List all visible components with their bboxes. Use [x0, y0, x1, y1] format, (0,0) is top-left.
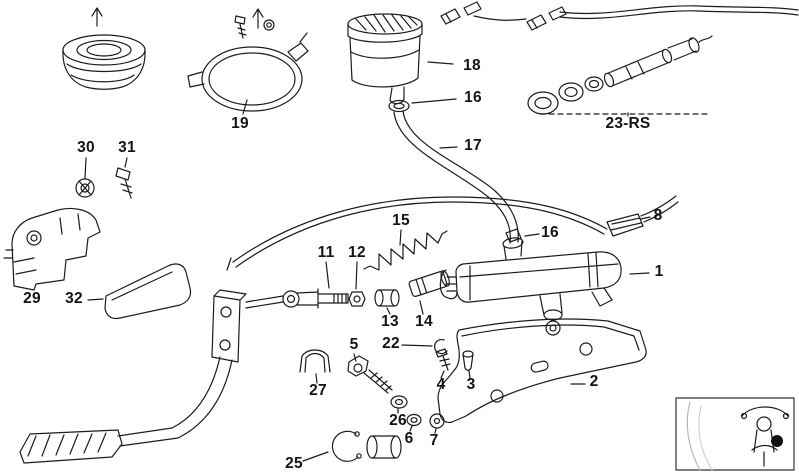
reservoir-hose [393, 110, 519, 244]
washer-6 [406, 413, 422, 432]
part-label-7: 7 [429, 432, 439, 449]
part-label-15: 15 [392, 212, 410, 229]
sleeve [374, 289, 400, 315]
part-label-29: 29 [23, 290, 41, 307]
bolt-5 [347, 353, 393, 394]
repair-kit [527, 35, 713, 117]
part-label-25: 25 [285, 455, 303, 472]
part-label-3: 3 [466, 376, 476, 393]
motorcycle-icon [675, 397, 795, 471]
part-label-2: 2 [589, 373, 599, 390]
pin-3 [462, 350, 474, 379]
part-label-16-mid: 16 [541, 224, 559, 241]
screw-30 [75, 157, 95, 198]
rubber-pad-32 [87, 263, 192, 320]
master-cylinder [439, 237, 650, 336]
support-bracket-29 [3, 207, 101, 291]
fluid-reservoir [347, 13, 454, 105]
part-label-4: 4 [436, 376, 446, 393]
return-spring [363, 229, 448, 271]
cable-connectors [440, 1, 799, 31]
part-label-22: 22 [382, 335, 400, 352]
part-label-30: 30 [77, 139, 95, 156]
part-label-31: 31 [118, 139, 136, 156]
screw-4 [435, 348, 451, 379]
grommet [388, 98, 457, 113]
part-label-13: 13 [381, 313, 399, 330]
part-label-8: 8 [653, 207, 663, 224]
part-label-17: 17 [464, 137, 482, 154]
mounting-bracket [437, 318, 647, 424]
locknut [348, 261, 366, 307]
part-label-32: 32 [65, 290, 83, 307]
washer-26 [390, 395, 408, 414]
part-label-19: 19 [231, 115, 249, 132]
part-label-23-RS: 23-RS [605, 115, 651, 132]
screw-31 [115, 157, 133, 199]
brake-line [226, 195, 679, 271]
part-label-16-top: 16 [464, 89, 482, 106]
part-label-26: 26 [389, 412, 407, 429]
part-label-5: 5 [349, 336, 359, 353]
part-label-1: 1 [654, 263, 664, 280]
part-label-27: 27 [309, 382, 327, 399]
part-label-12: 12 [348, 244, 366, 261]
part-label-11: 11 [317, 244, 335, 261]
piston [408, 270, 450, 315]
snap-ring [401, 338, 448, 355]
clevis-rod [282, 261, 349, 309]
part-label-14: 14 [415, 313, 433, 330]
clip-27 [299, 349, 331, 384]
circlip-25 [302, 430, 402, 462]
part-label-6: 6 [404, 430, 414, 447]
roller-7 [429, 413, 445, 434]
part-label-18: 18 [463, 57, 481, 74]
brake-pedal [19, 289, 284, 464]
clamp-band [187, 8, 309, 115]
rubber-boot [62, 7, 146, 90]
